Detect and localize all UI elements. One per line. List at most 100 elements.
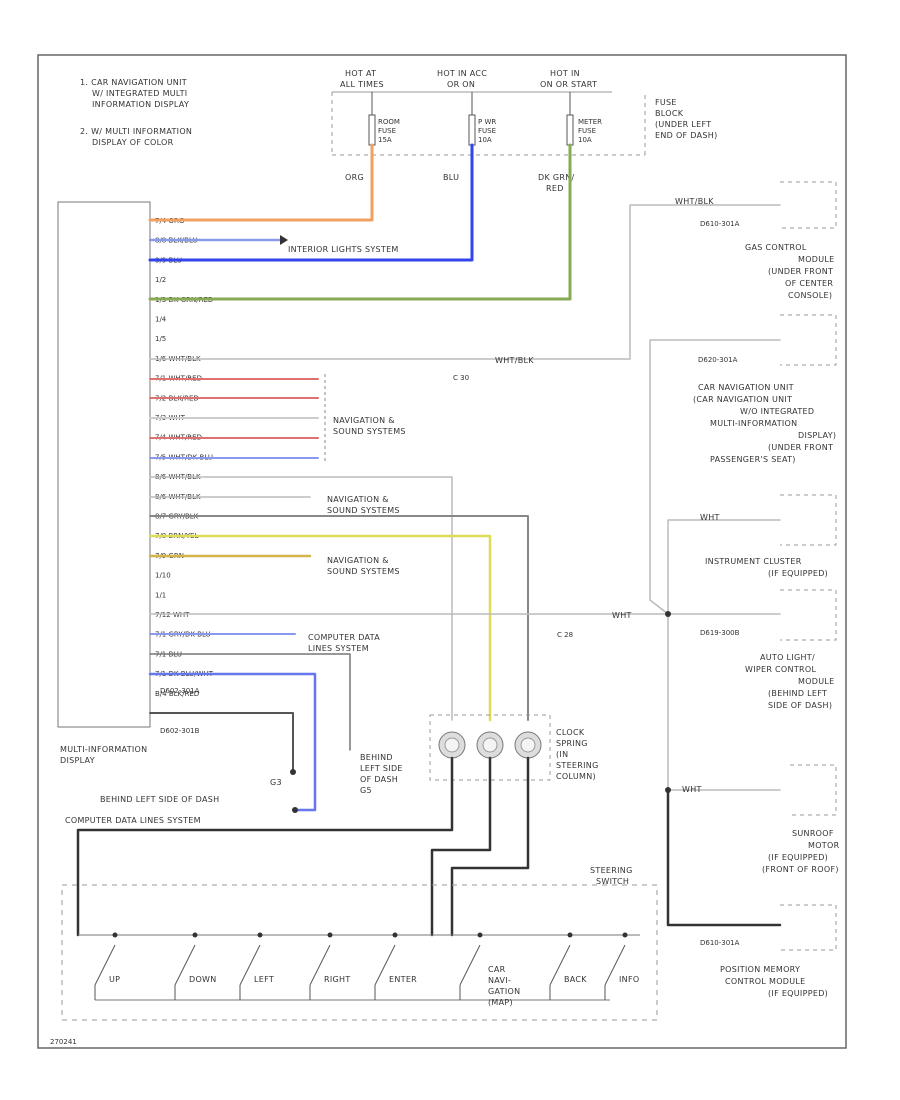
svg-text:CONSOLE): CONSOLE) (788, 291, 832, 300)
pin-label: 1/10 (155, 572, 171, 580)
svg-text:ROOM: ROOM (378, 118, 400, 126)
multi-info-display-label: MULTI-INFORMATION DISPLAY (60, 745, 147, 765)
sunroof-motor: WHT SUNROOF MOTOR (IF EQUIPPED) (FRONT O… (682, 764, 839, 874)
hot-in-acc: HOT IN ACC (437, 69, 487, 78)
switch-contact (94, 944, 116, 986)
switch-node (622, 932, 628, 938)
svg-text:SPRING: SPRING (556, 739, 588, 748)
svg-text:10A: 10A (578, 136, 592, 144)
fuse-meter: METER FUSE 10A (566, 92, 602, 146)
svg-text:(CAR NAVIGATION UNIT: (CAR NAVIGATION UNIT (693, 395, 792, 404)
steering-switch-label: STEERING SWITCH (590, 866, 632, 886)
wire-blk-pm (666, 788, 782, 927)
switch-contact (459, 944, 481, 986)
svg-text:WIPER CONTROL: WIPER CONTROL (745, 665, 816, 674)
svg-text:CAR NAVIGATION UNIT: CAR NAVIGATION UNIT (698, 383, 794, 392)
svg-text:P WR: P WR (478, 118, 496, 126)
connector-c28: C 28 (557, 631, 573, 639)
nav-sound-2: NAVIGATION & SOUND SYSTEMS (327, 495, 400, 515)
svg-text:(UNDER FRONT: (UNDER FRONT (768, 267, 833, 276)
switch-contact (374, 944, 396, 986)
figure-id: 270241 (50, 1038, 77, 1046)
behind-left-g5: BEHIND LEFT SIDE OF DASH G5 (360, 753, 403, 795)
svg-text:DISPLAY: DISPLAY (60, 756, 95, 765)
svg-text:COLUMN): COLUMN) (556, 772, 596, 781)
arrow-interior-lights (280, 235, 288, 245)
svg-text:OF CENTER: OF CENTER (785, 279, 833, 288)
pin-label: 7/12 WHT (155, 611, 190, 619)
switch-label-car-nav: GATION (488, 987, 520, 996)
svg-text:POSITION MEMORY: POSITION MEMORY (720, 965, 800, 974)
wire-brn-yel (148, 534, 492, 722)
svg-text:SWITCH: SWITCH (596, 877, 629, 886)
pin-label: 1/1 (155, 591, 166, 599)
note-line: DISPLAY OF COLOR (92, 138, 174, 147)
switch-label: BACK (564, 975, 587, 984)
svg-text:GAS CONTROL: GAS CONTROL (745, 243, 807, 252)
gas-control-module: WHT/BLK D610-301A GAS CONTROL MODULE (UN… (675, 181, 837, 300)
svg-text:SOUND SYSTEMS: SOUND SYSTEMS (327, 567, 400, 576)
connector-c30: C 30 (453, 374, 469, 382)
svg-text:END OF DASH): END OF DASH) (655, 131, 718, 140)
svg-text:15A: 15A (378, 136, 392, 144)
pin-label: B/4 BLK/RED (155, 690, 199, 698)
svg-text:SUNROOF: SUNROOF (792, 829, 834, 838)
svg-text:MULTI-INFORMATION: MULTI-INFORMATION (710, 419, 797, 428)
power-labels: HOT AT ALL TIMES HOT IN ACC OR ON HOT IN… (340, 69, 597, 89)
wire-blu-down (149, 653, 351, 751)
svg-text:FUSE: FUSE (378, 127, 396, 135)
hot-in-on: ON OR START (540, 80, 597, 89)
position-memory-module: D610-301A POSITION MEMORY CONTROL MODULE… (700, 904, 837, 998)
svg-text:NAVIGATION &: NAVIGATION & (327, 495, 389, 504)
svg-text:SOUND SYSTEMS: SOUND SYSTEMS (327, 506, 400, 515)
svg-text:D620-301A: D620-301A (698, 356, 738, 364)
svg-text:FUSE: FUSE (578, 127, 596, 135)
svg-text:(UNDER FRONT: (UNDER FRONT (768, 443, 833, 452)
svg-text:MODULE: MODULE (798, 677, 835, 686)
svg-text:OF DASH: OF DASH (360, 775, 398, 784)
switch-node (477, 932, 483, 938)
switch-node (112, 932, 118, 938)
wire-dkgrn (148, 143, 572, 301)
wire-dkblu-wht (148, 672, 317, 812)
switch-label-car-nav: NAVI- (488, 976, 511, 985)
switch-contact (309, 944, 331, 986)
switch-node (192, 932, 198, 938)
wire-gry-blk (149, 515, 529, 721)
svg-text:(IF EQUIPPED): (IF EQUIPPED) (768, 989, 828, 998)
clock-spring-box (429, 714, 551, 781)
svg-text:STEERING: STEERING (556, 761, 599, 770)
switch-contact (174, 944, 196, 986)
svg-text:10A: 10A (478, 136, 492, 144)
instrument-cluster: WHT INSTRUMENT CLUSTER (IF EQUIPPED) (700, 494, 837, 578)
svg-text:LINES SYSTEM: LINES SYSTEM (308, 644, 369, 653)
switch-label: LEFT (254, 975, 274, 984)
wire-wht-blk-gas (149, 204, 781, 360)
switch-label: ENTER (389, 975, 417, 984)
switch-label-car-nav: CAR (488, 965, 506, 974)
car-navigation-unit: D620-301A CAR NAVIGATION UNIT (CAR NAVIG… (693, 314, 837, 464)
fuse-pwr: P WR FUSE 10A (468, 92, 496, 146)
wire-wht-sunroof (667, 613, 781, 791)
wire-wht-blk-down (149, 476, 453, 721)
svg-text:FUSE: FUSE (655, 98, 677, 107)
svg-text:COMPUTER DATA: COMPUTER DATA (308, 633, 380, 642)
svg-text:(FRONT OF ROOF): (FRONT OF ROOF) (762, 865, 839, 874)
svg-text:BLU: BLU (443, 173, 459, 182)
svg-text:INSTRUMENT CLUSTER: INSTRUMENT CLUSTER (705, 557, 802, 566)
wht-run-label: WHT (612, 611, 632, 620)
svg-text:LEFT SIDE: LEFT SIDE (360, 764, 403, 773)
svg-text:WHT/BLK: WHT/BLK (675, 197, 714, 206)
note-line: 2. W/ MULTI INFORMATION (80, 127, 192, 136)
hot-in-on: HOT IN (550, 69, 580, 78)
wire-blk-red-g3 (149, 712, 294, 773)
svg-text:NAVIGATION &: NAVIGATION & (333, 416, 395, 425)
note-line: W/ INTEGRATED MULTI (92, 89, 187, 98)
switch-label-car-nav: (MAP) (488, 998, 513, 1007)
interior-lights-label: INTERIOR LIGHTS SYSTEM (288, 245, 399, 254)
switch-contact (604, 944, 626, 986)
g3-label: G3 (270, 778, 282, 787)
wire-wht-nav (649, 339, 781, 615)
